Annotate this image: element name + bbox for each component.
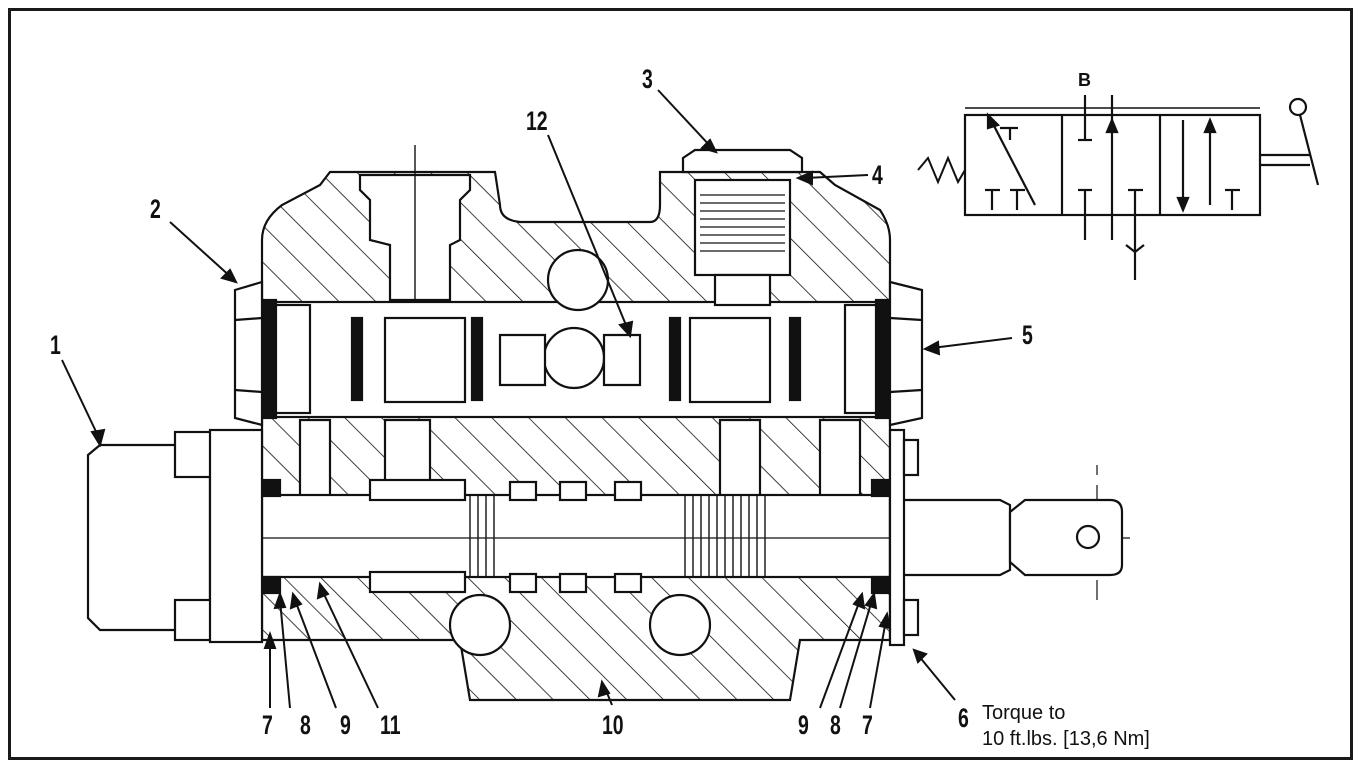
callout-6: 6: [958, 703, 969, 733]
callout-3: 3: [642, 64, 653, 94]
callout-1: 1: [50, 330, 61, 360]
torque-line-1: Torque to: [982, 702, 1066, 724]
diagram-frame: [8, 8, 1353, 760]
callout-9-right: 9: [798, 710, 809, 740]
callout-10: 10: [602, 710, 624, 740]
callout-11: 11: [380, 710, 401, 740]
port-b-label: B: [1078, 70, 1091, 90]
callout-8-left: 8: [300, 710, 311, 740]
leader-lines: [61, 89, 1013, 709]
ports: [298, 145, 862, 657]
torque-note: Torque to 10 ft.lbs. [13,6 Nm]: [982, 700, 1150, 752]
hydraulic-valve-symbol: [917, 95, 1320, 280]
end-caps: [233, 280, 924, 427]
spool-assembly: [260, 428, 1130, 647]
callout-5: 5: [1022, 320, 1033, 350]
callout-9-left: 9: [340, 710, 351, 740]
callout-8-right: 8: [830, 710, 841, 740]
callout-4: 4: [872, 160, 883, 190]
end-cap-assembly: [86, 428, 264, 644]
callout-2: 2: [150, 194, 161, 224]
callout-12: 12: [526, 106, 548, 136]
upper-bore: [260, 298, 892, 420]
callout-7-right: 7: [862, 710, 873, 740]
callout-7-left: 7: [262, 710, 273, 740]
torque-line-2: 10 ft.lbs. [13,6 Nm]: [982, 728, 1150, 750]
